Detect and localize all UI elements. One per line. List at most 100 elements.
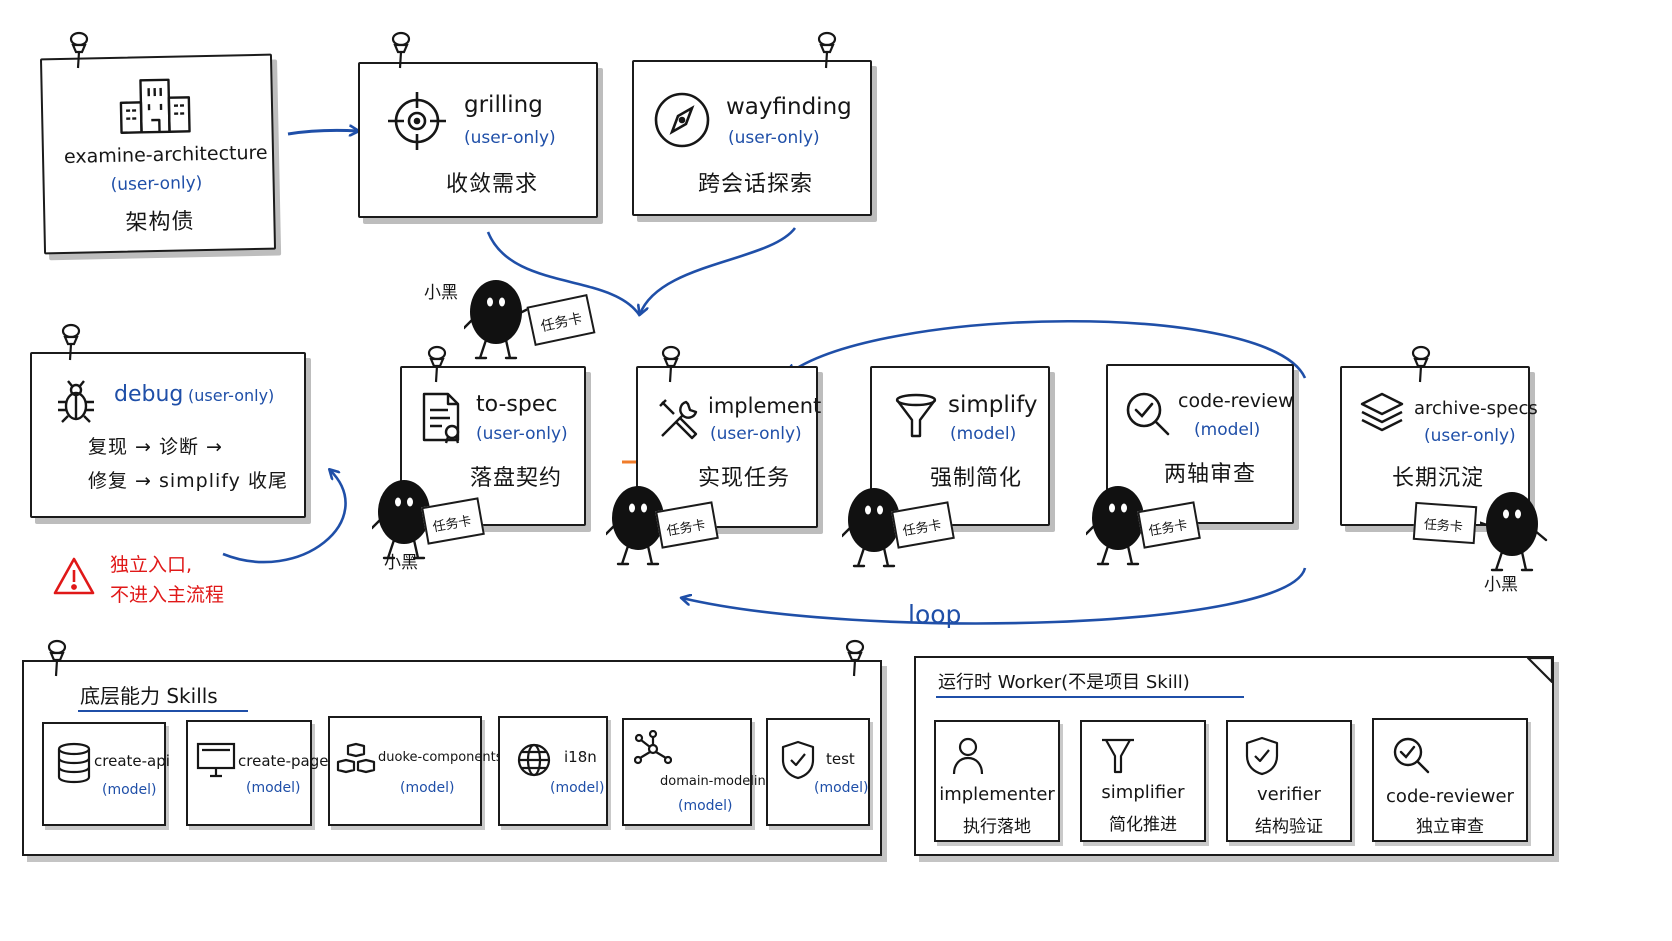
card-tag: (user-only): [476, 424, 568, 444]
shield-check-icon: [781, 740, 815, 780]
worker-name: verifier: [1257, 784, 1321, 805]
skill-name: create-page: [238, 752, 329, 770]
character-name: 小黑: [424, 283, 458, 303]
card-tag: (user-only): [464, 128, 556, 148]
shield-check-icon: [1245, 736, 1279, 776]
funnel-icon: [895, 393, 937, 438]
skill-card-test[interactable]: test (model): [766, 718, 870, 826]
card-grilling[interactable]: grilling (user-only) 收敛需求: [358, 62, 598, 218]
document-icon: [422, 392, 460, 444]
card-name: wayfinding: [726, 94, 852, 120]
card-desc: 跨会话探索: [698, 172, 814, 197]
worker-desc: 独立审查: [1416, 817, 1484, 837]
card-desc: 长期沉淀: [1392, 466, 1485, 491]
card-name: implement: [708, 394, 822, 418]
worker-panel-title: 运行时 Worker(不是项目 Skill): [938, 672, 1190, 693]
skill-tag: (model): [102, 782, 157, 798]
compass-icon: [654, 92, 710, 148]
skill-tag: (model): [550, 780, 605, 796]
warning-icon: [53, 557, 95, 595]
worker-name: simplifier: [1101, 782, 1185, 803]
worker-card-verifier[interactable]: verifier 结构验证: [1226, 720, 1352, 842]
card-examine-architecture[interactable]: examine-architecture (user-only) 架构债: [39, 53, 277, 255]
skill-name: duoke-components: [378, 750, 503, 765]
task-card-label: 任务卡: [539, 310, 584, 336]
cubes-icon: [336, 742, 376, 774]
card-wayfinding[interactable]: wayfinding (user-only) 跨会话探索: [632, 60, 872, 216]
arrow-review-back-top: [788, 320, 1307, 379]
card-tag: (user-only): [728, 128, 820, 148]
magnifier-check-icon: [1126, 392, 1170, 436]
task-card-label: 任务卡: [1147, 517, 1189, 540]
skill-tag: (model): [814, 780, 869, 796]
card-to-spec[interactable]: to-spec (user-only) 落盘契约: [400, 366, 586, 526]
card-name: grilling: [464, 92, 543, 118]
task-card: 任务卡: [1412, 501, 1478, 545]
worker-desc: 简化推进: [1109, 815, 1177, 835]
arrow-wayfinding-merge: [640, 227, 797, 314]
pushpin-icon: [69, 31, 89, 69]
card-debug[interactable]: debug (user-only) 复现 → 诊断 → 修复 → simplif…: [30, 352, 306, 518]
card-name: examine-architecture: [63, 141, 268, 168]
pushpin-icon: [47, 639, 67, 677]
worker-desc: 执行落地: [963, 817, 1031, 837]
funnel-icon: [1102, 738, 1134, 774]
worker-name: implementer: [939, 784, 1055, 805]
skill-card-duoke-components[interactable]: duoke-components (model): [328, 716, 503, 826]
layers-icon: [1360, 392, 1404, 432]
worker-desc: 结构验证: [1255, 817, 1323, 837]
card-name: simplify: [948, 392, 1038, 418]
skills-panel: 底层能力 Skills create-api (model) create-pa…: [22, 660, 882, 856]
skill-card-create-page[interactable]: create-page (model): [186, 720, 329, 826]
card-desc: 实现任务: [698, 466, 791, 491]
arrow-debug-loop: [222, 470, 347, 564]
database-icon: [57, 742, 91, 784]
worker-card-simplifier[interactable]: simplifier 简化推进: [1080, 720, 1206, 842]
character-icon: [464, 280, 532, 360]
debug-tag: (user-only): [188, 386, 275, 405]
folded-corner-icon: [1526, 656, 1554, 684]
pushpin-icon: [817, 31, 837, 69]
monitor-icon: [196, 742, 236, 778]
warning-line1: 独立入口,: [110, 554, 193, 576]
character-name: 小黑: [384, 553, 418, 573]
arrow-grilling-merge: [486, 231, 642, 317]
pushpin-icon: [427, 345, 447, 383]
pushpin-icon: [845, 639, 865, 677]
card-tag: (model): [950, 424, 1017, 444]
card-tag: (user-only): [1424, 426, 1516, 446]
pushpin-icon: [1411, 345, 1431, 383]
skills-panel-title: 底层能力 Skills: [80, 684, 218, 708]
card-implement[interactable]: implement (user-only) 实现任务: [636, 366, 822, 528]
skill-name: test: [826, 750, 855, 768]
magnifier-check-icon: [1393, 737, 1430, 774]
skills-title-underline: [78, 710, 248, 712]
bug-icon: [58, 380, 94, 423]
arrow-loop-bottom: [682, 567, 1307, 625]
skill-name: domain-modeling: [660, 774, 774, 789]
skill-tag: (model): [246, 780, 301, 796]
card-desc: 两轴审查: [1164, 462, 1257, 487]
worker-card-code-reviewer[interactable]: code-reviewer 独立审查: [1372, 718, 1528, 842]
globe-icon: [517, 743, 551, 777]
crosshair-icon: [388, 92, 446, 150]
task-card-label: 任务卡: [901, 517, 943, 540]
skill-tag: (model): [400, 780, 455, 796]
skill-card-domain-modeling[interactable]: domain-modeling (model): [622, 718, 774, 826]
loop-label: loop: [908, 600, 962, 629]
card-name: archive-specs: [1414, 398, 1538, 419]
pushpin-icon: [661, 345, 681, 383]
card-tag: (user-only): [110, 173, 203, 195]
skill-card-i18n[interactable]: i18n (model): [498, 716, 608, 826]
card-desc: 落盘契约: [470, 466, 563, 491]
card-desc: 强制简化: [930, 466, 1023, 491]
worker-card-implementer[interactable]: implementer 执行落地: [934, 720, 1060, 842]
skill-card-create-api[interactable]: create-api (model): [42, 722, 170, 826]
skill-tag: (model): [678, 798, 733, 814]
task-card-label: 任务卡: [1423, 517, 1464, 536]
warning-line2: 不进入主流程: [110, 584, 225, 606]
card-tag: (model): [1194, 420, 1261, 440]
debug-line2: 修复 → simplify 收尾: [88, 470, 288, 492]
card-simplify[interactable]: simplify (model) 强制简化: [870, 366, 1050, 526]
card-desc: 架构债: [125, 209, 195, 236]
